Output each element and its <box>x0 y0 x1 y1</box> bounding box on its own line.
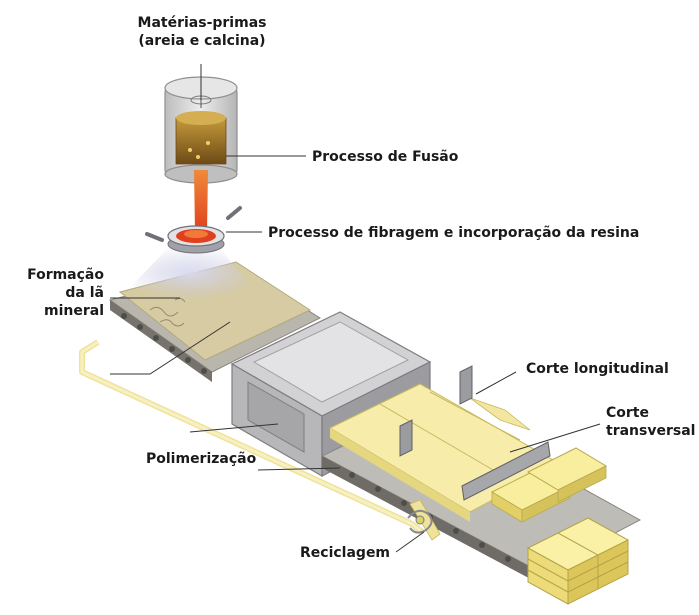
label-polymerization: Polimerização <box>146 451 257 467</box>
leader-lines <box>110 64 601 553</box>
molten-stream <box>194 170 208 232</box>
fiber-strands <box>149 297 186 327</box>
label-recycling: Reciclagem <box>300 545 391 561</box>
fiberizer <box>145 206 242 254</box>
cut-panels <box>490 447 608 523</box>
recycling-path <box>79 339 424 535</box>
label-formation-line2: da lã <box>65 285 104 301</box>
transverse-cutter <box>461 441 551 501</box>
fiber-spray <box>118 246 262 300</box>
longitudinal-cutters <box>399 365 473 457</box>
label-fusion: Processo de Fusão <box>312 149 459 165</box>
label-formation: Formação da lã mineral <box>0 266 104 320</box>
recycling-unit <box>407 509 433 534</box>
label-formation-line3: mineral <box>44 303 104 319</box>
label-transverse-cut-line1: Corte <box>606 405 649 421</box>
label-raw-materials-line1: Matérias-primas <box>137 15 267 31</box>
label-fiberizing: Processo de fibragem e incorporação da r… <box>268 225 640 241</box>
label-raw-materials-line2: (areia e calcina) <box>138 33 266 49</box>
label-raw-materials: Matérias-primas (areia e calcina) <box>112 14 292 50</box>
label-transverse-cut-line2: transversal <box>606 423 696 439</box>
panel-stack <box>526 517 630 605</box>
label-formation-line1: Formação <box>27 267 104 283</box>
label-longitudinal-cut: Corte longitudinal <box>526 361 669 377</box>
label-transverse-cut: Corte transversal <box>606 404 695 440</box>
